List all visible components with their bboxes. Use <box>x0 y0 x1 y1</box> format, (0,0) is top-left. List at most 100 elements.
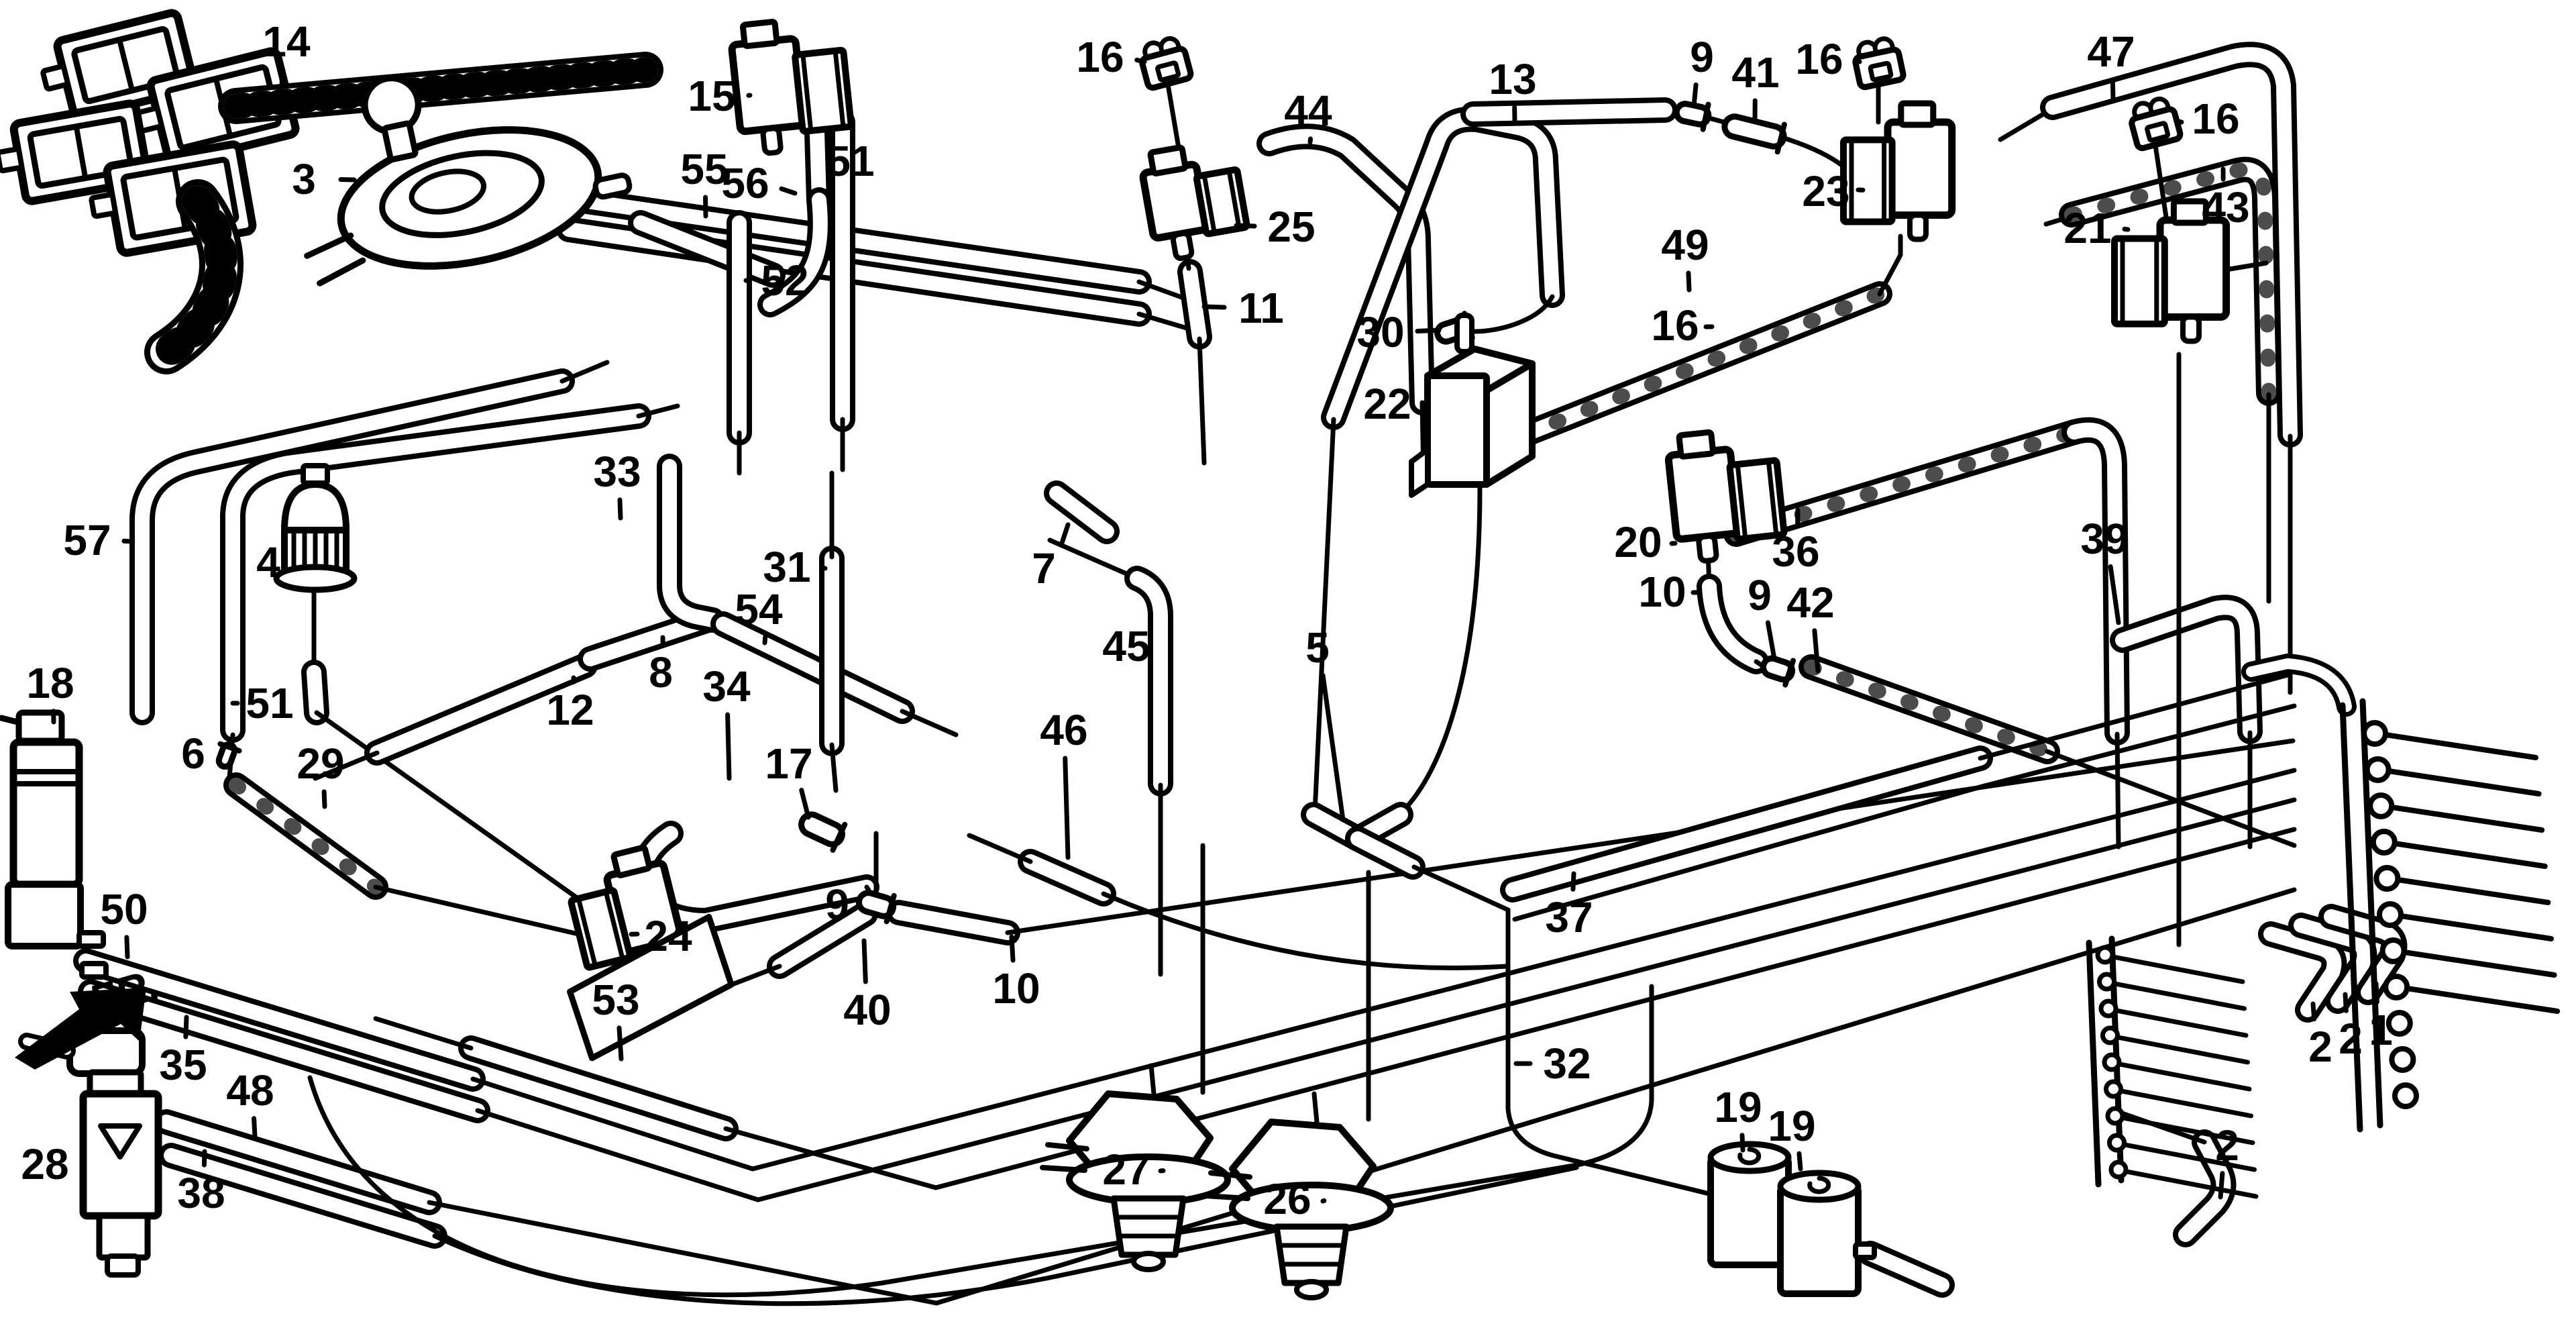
callout-text: 15 <box>688 72 735 120</box>
callout-text: 56 <box>721 159 769 207</box>
callout-text: 53 <box>592 976 639 1024</box>
line-16d-stem <box>2152 138 2169 224</box>
callout-text: 23 <box>1802 167 1849 215</box>
line-45-in <box>1047 537 1140 581</box>
callout-9-14: 9 <box>1690 33 1714 109</box>
callout-57-24: 57 <box>63 516 134 564</box>
line-53-left <box>373 1016 474 1051</box>
hose-51-left-tail <box>636 403 680 419</box>
solenoid-valve-20 <box>1664 429 1788 564</box>
tube-clamp-16d <box>2129 96 2184 152</box>
callout-35-48: 35 <box>159 1015 207 1089</box>
callout-text: 41 <box>1731 48 1779 97</box>
callout-text: 36 <box>1772 527 1819 576</box>
callout-25-10: 25 <box>1234 203 1316 251</box>
hose-40 <box>767 901 878 979</box>
callout-47-20: 47 <box>2087 28 2135 102</box>
callout-39-46: 39 <box>2080 515 2129 625</box>
callout-text: 42 <box>1786 578 1834 627</box>
tee-9-bottom <box>855 890 897 925</box>
callout-42-45: 42 <box>1786 578 1835 674</box>
callout-text: 34 <box>702 662 751 711</box>
joint-9-right <box>1760 655 1796 688</box>
line-53-tail <box>723 1126 938 1190</box>
corrugated-harness-tube-14 <box>218 52 663 124</box>
callout-1-65: 1 <box>2369 981 2393 1054</box>
hook-pipe-2a <box>2258 921 2347 1023</box>
callout-text: 22 <box>1363 380 1411 428</box>
callout-36-42: 36 <box>1772 507 1820 576</box>
callout-text: 43 <box>2202 183 2249 231</box>
hose-53 <box>458 1035 739 1141</box>
callout-text: 57 <box>63 516 111 564</box>
callout-text: 11 <box>1238 284 1284 332</box>
valve-22 <box>1409 313 1536 498</box>
line-50b-tail <box>475 1108 761 1202</box>
callout-text: 9 <box>825 880 849 929</box>
callout-30-12: 30 <box>1356 308 1442 356</box>
callout-text: 55 <box>680 145 728 193</box>
hose-37 <box>1500 745 1993 903</box>
callout-6-28: 6 <box>181 729 205 778</box>
callout-text: 30 <box>1356 308 1404 356</box>
valve-18 <box>0 709 109 980</box>
callout-text: 51 <box>826 137 874 185</box>
bus-10 <box>1005 738 2296 935</box>
callout-44-8: 44 <box>1284 87 1332 145</box>
callout-3-1: 3 <box>292 155 357 203</box>
hose-29 <box>223 772 388 900</box>
hose-36 <box>1723 419 2087 547</box>
line-37b-tail <box>1980 703 2297 789</box>
hose-49 <box>1511 281 1892 448</box>
solenoid-valve-15 <box>728 19 855 156</box>
callout-16-21: 16 <box>2176 95 2240 143</box>
line-32-curve <box>1505 1106 1720 1198</box>
line-22-bottom <box>1399 484 1483 815</box>
callout-16-16: 16 <box>1795 35 1862 83</box>
callout-text: 10 <box>992 964 1040 1013</box>
fuel-filter-4 <box>273 463 358 593</box>
vacuum-unit-3 <box>304 74 633 287</box>
callout-text: 16 <box>1795 35 1843 83</box>
line-29-tail <box>373 884 581 937</box>
hose-topchain <box>1460 97 1678 127</box>
line-46-tail <box>1101 891 1509 970</box>
callout-51-27: 51 <box>230 679 294 727</box>
callout-text: 19 <box>1714 1083 1762 1131</box>
bus-2 <box>755 797 2297 1202</box>
hose-45 <box>1124 566 1173 796</box>
hose-filter <box>301 660 329 725</box>
callout-8-33: 8 <box>649 635 673 697</box>
hose-38 <box>158 1143 447 1249</box>
canister-19a <box>1707 1141 1792 1268</box>
callout-text: 44 <box>1284 87 1332 135</box>
hose-36-n <box>2061 417 2130 745</box>
callout-28-50: 28 <box>21 1140 87 1188</box>
callout-29-29: 29 <box>297 739 345 809</box>
solenoid-valve-24 <box>567 844 735 1062</box>
callout-text: 17 <box>765 739 812 788</box>
hose-12 <box>364 653 598 766</box>
callout-15-2: 15 <box>688 72 753 120</box>
callout-text: 33 <box>593 448 641 496</box>
callout-text: 28 <box>21 1140 68 1188</box>
callout-text: 2 <box>2308 1023 2332 1071</box>
callout-text: 46 <box>1040 706 1087 754</box>
callout-45-38: 45 <box>1102 622 1150 670</box>
line-37-b <box>1512 784 1985 922</box>
callout-56-4: 56 <box>721 159 798 207</box>
line-46-left <box>967 833 1033 864</box>
line-42-tail <box>2045 749 2297 848</box>
callout-54-32: 54 <box>735 585 783 646</box>
sensor-26 <box>1203 1091 1394 1300</box>
hose-56 <box>757 187 833 317</box>
callout-text: 48 <box>226 1066 274 1115</box>
hose-48 <box>154 1109 442 1215</box>
hose-10-right <box>1697 574 1769 674</box>
callout-text: 2 <box>2339 1015 2363 1063</box>
callout-text: 12 <box>546 686 594 734</box>
line-12-left <box>313 750 380 781</box>
callout-26-58: 26 <box>1263 1175 1327 1223</box>
